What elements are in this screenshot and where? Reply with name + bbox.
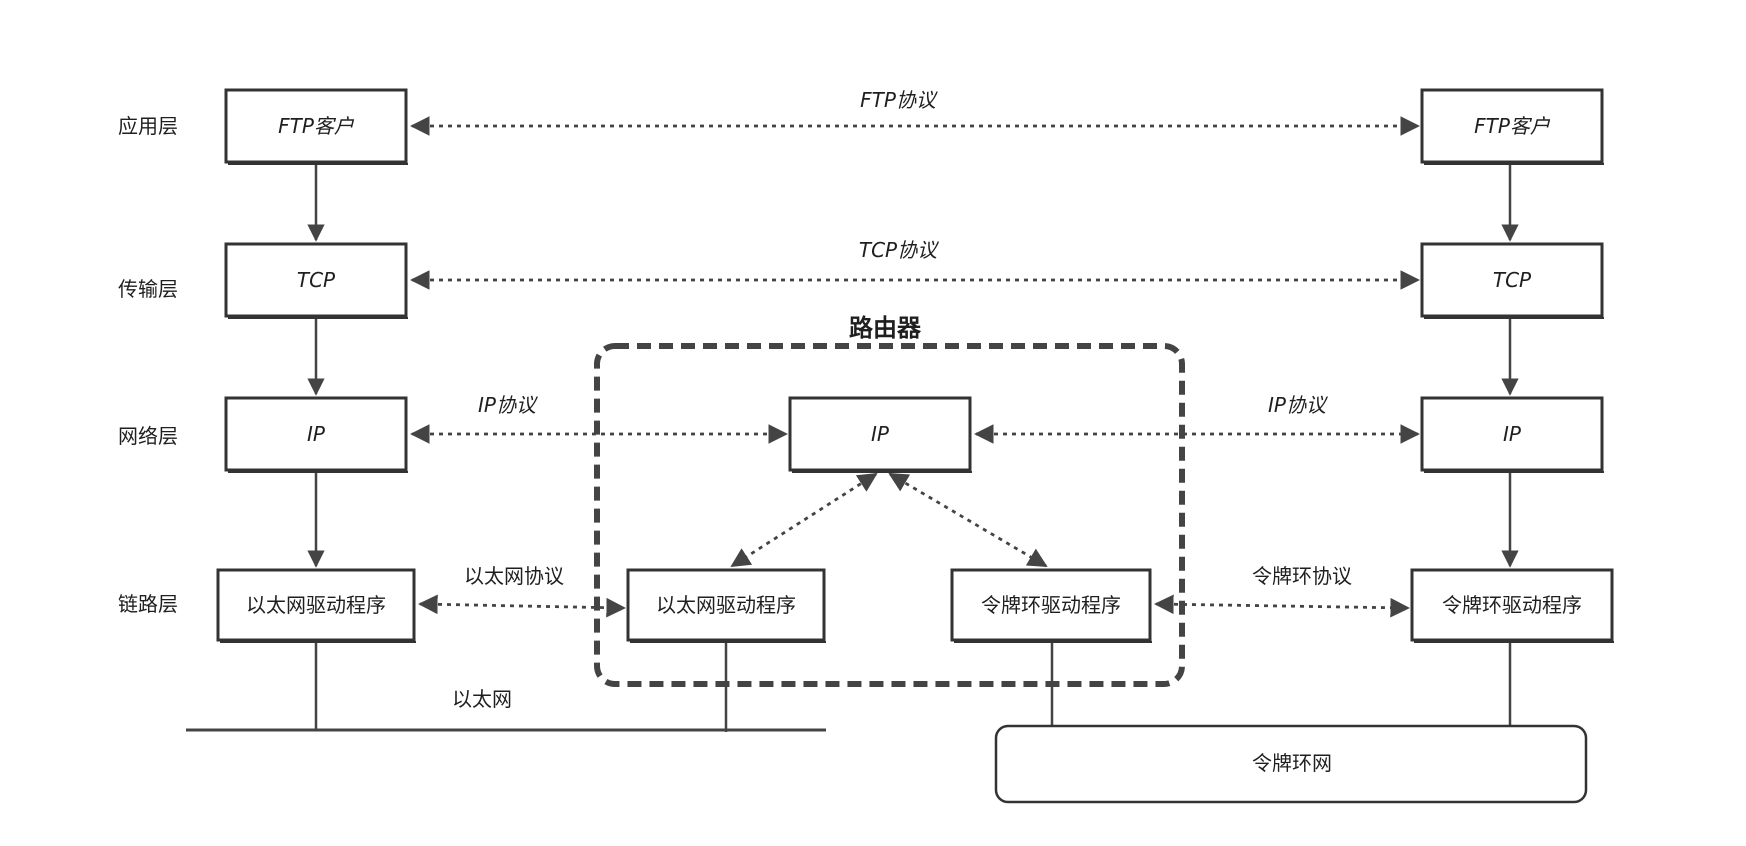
ethernet-protocol-label: 以太网协议 — [464, 564, 564, 588]
right-ip-box: IP — [1420, 396, 1604, 473]
right-tcp-label: TCP — [1493, 268, 1532, 292]
tcp-protocol-label: TCP协议 — [859, 238, 940, 262]
router-ip-box: IP — [788, 396, 972, 473]
left-ftp-box: FTP客户 — [224, 88, 408, 165]
token-ring-network-label: 令牌环网 — [1252, 751, 1332, 775]
right-ftp-box: FTP客户 — [1420, 88, 1604, 165]
router-token-driver-box: 令牌环驱动程序 — [950, 568, 1152, 643]
ethernet-protocol-arrow — [418, 594, 626, 618]
router-boundary — [594, 343, 1185, 687]
token-ring-network — [994, 724, 1588, 804]
router-eth-driver-box: 以太网驱动程序 — [626, 568, 826, 643]
layer-label-transport: 传输层 — [118, 277, 178, 301]
right-ip-label: IP — [1503, 422, 1522, 446]
left-tcp-label: TCP — [297, 268, 336, 292]
ethernet-network-label: 以太网 — [452, 687, 512, 711]
right-ftp-label: FTP客户 — [1474, 114, 1551, 138]
left-driver-box: 以太网驱动程序 — [216, 568, 416, 643]
right-driver-box: 令牌环驱动程序 — [1410, 568, 1614, 643]
left-ftp-label: FTP客户 — [278, 114, 355, 138]
right-tcp-box: TCP — [1420, 242, 1604, 319]
ftp-protocol-label: FTP协议 — [860, 88, 939, 112]
router-ip-to-eth-driver-arrow — [730, 472, 878, 568]
layer-label-link: 链路层 — [118, 592, 178, 616]
token-ring-protocol-arrow — [1154, 594, 1410, 618]
layer-label-network: 网络层 — [118, 424, 178, 448]
ip-protocol-label-right: IP协议 — [1268, 393, 1329, 417]
left-ip-box: IP — [224, 396, 408, 473]
router-token-driver-label: 令牌环驱动程序 — [981, 593, 1121, 617]
left-ip-label: IP — [307, 422, 326, 446]
router-ip-to-token-driver-arrow — [888, 472, 1048, 568]
right-driver-label: 令牌环驱动程序 — [1442, 593, 1582, 617]
token-ring-protocol-label: 令牌环协议 — [1252, 564, 1352, 588]
layer-label-application: 应用层 — [118, 114, 178, 138]
left-driver-label: 以太网驱动程序 — [246, 593, 386, 617]
left-tcp-box: TCP — [224, 242, 408, 319]
router-eth-driver-label: 以太网驱动程序 — [656, 593, 796, 617]
ip-protocol-label-left: IP协议 — [478, 393, 539, 417]
router-title: 路由器 — [849, 314, 922, 342]
router-ip-label: IP — [871, 422, 890, 446]
